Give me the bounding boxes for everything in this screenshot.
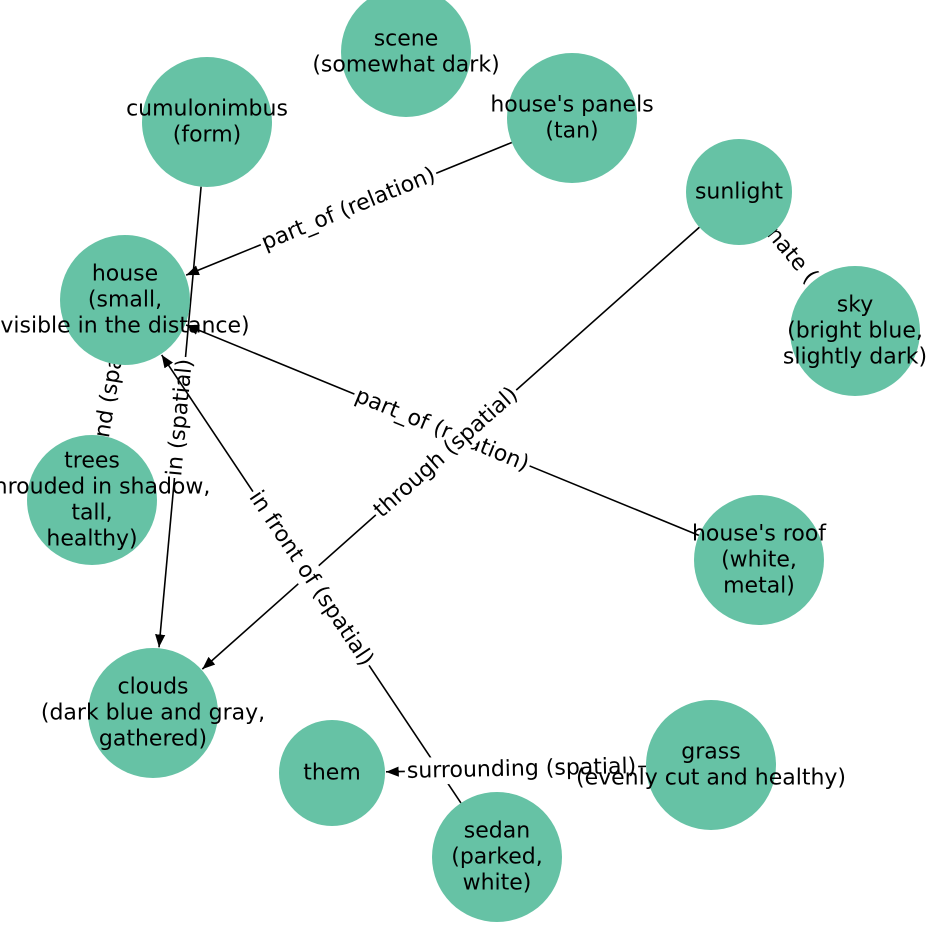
node-label-line: visible in the distance)	[0, 314, 249, 339]
nodes-layer: scene(somewhat dark)house's panels(tan)c…	[0, 0, 927, 922]
node-circle	[694, 495, 824, 625]
node-circle	[686, 139, 792, 245]
node-label-line: sedan	[464, 819, 530, 844]
node-house: house(small,visible in the distance)	[0, 235, 250, 365]
node-circle	[142, 57, 272, 187]
node-label-line: (white,	[721, 548, 797, 573]
node-label-line: gathered)	[99, 727, 207, 752]
edge-label-group: part_of (relation)	[255, 160, 442, 258]
node-label-line: metal)	[723, 574, 795, 599]
node-label-line: (somewhat dark)	[312, 53, 499, 78]
edge-label-background	[404, 753, 639, 785]
node-clouds: clouds(dark blue and gray,gathered)	[41, 648, 265, 778]
node-circle	[432, 792, 562, 922]
node-label-line: (dark blue and gray,	[41, 701, 265, 726]
node-grass: grass(evenly cut and healthy)	[576, 700, 846, 830]
node-label-line: clouds	[117, 675, 188, 700]
node-label-line: house's roof	[692, 522, 827, 547]
node-panels: house's panels(tan)	[490, 53, 654, 183]
node-scene: scene(somewhat dark)	[312, 0, 500, 117]
node-circle	[507, 53, 637, 183]
edge-label-group: in (spatial)	[161, 355, 199, 480]
node-circle	[790, 266, 920, 396]
node-circle	[27, 435, 157, 565]
node-label-line: grass	[681, 740, 740, 765]
node-label-line: (form)	[173, 123, 241, 148]
node-label-line: white)	[463, 871, 532, 896]
node-label-line: house's panels	[490, 93, 653, 118]
node-circle	[341, 0, 471, 117]
node-roof: house's roof(white,metal)	[692, 495, 827, 625]
node-label-line: cumulonimbus	[126, 97, 288, 122]
node-label-line: scene	[374, 27, 439, 52]
edge-label-group: in front of (spatial)	[241, 484, 381, 673]
edge-grass-them: surrounding (spatial)	[385, 753, 647, 785]
node-them: them	[279, 720, 385, 826]
node-label-line: them	[303, 761, 361, 786]
node-circle	[279, 720, 385, 826]
node-label-line: slightly dark)	[783, 345, 927, 370]
edge-label-background	[255, 160, 442, 258]
node-sedan: sedan(parked,white)	[432, 792, 562, 922]
edge-sunlight-clouds: through (spatial)	[201, 226, 700, 670]
node-label-line: healthy)	[46, 527, 137, 552]
node-label-line: sunlight	[695, 180, 783, 205]
node-label-line: sky	[837, 293, 873, 318]
node-circle	[646, 700, 776, 830]
node-label-line: (evenly cut and healthy)	[576, 766, 846, 791]
node-label-line: trees	[64, 449, 120, 474]
edge-label-group: surrounding (spatial)	[404, 753, 639, 785]
edge-label-background	[241, 484, 381, 673]
node-label-line: (parked,	[451, 845, 543, 870]
edge-label: in front of (spatial)	[244, 486, 379, 670]
node-circle	[88, 648, 218, 778]
edge-label: surrounding (spatial)	[407, 754, 637, 784]
node-label-line: (bright blue,	[787, 319, 923, 344]
edge-label: part_of (relation)	[258, 162, 439, 255]
node-sky: sky(bright blue,slightly dark)	[783, 266, 927, 396]
node-circle	[60, 235, 190, 365]
node-sunlight: sunlight	[686, 139, 792, 245]
node-label-line: (small,	[88, 288, 162, 313]
edge-label-background	[349, 381, 535, 479]
node-label-line: house	[92, 262, 158, 287]
node-label-line: tall,	[71, 501, 112, 526]
edge-label: in (spatial)	[162, 358, 198, 477]
edge-label-background	[366, 380, 526, 525]
node-cumulo: cumulonimbus(form)	[126, 57, 288, 187]
node-label-line: (tan)	[545, 119, 598, 144]
edge-label-background	[161, 355, 199, 480]
